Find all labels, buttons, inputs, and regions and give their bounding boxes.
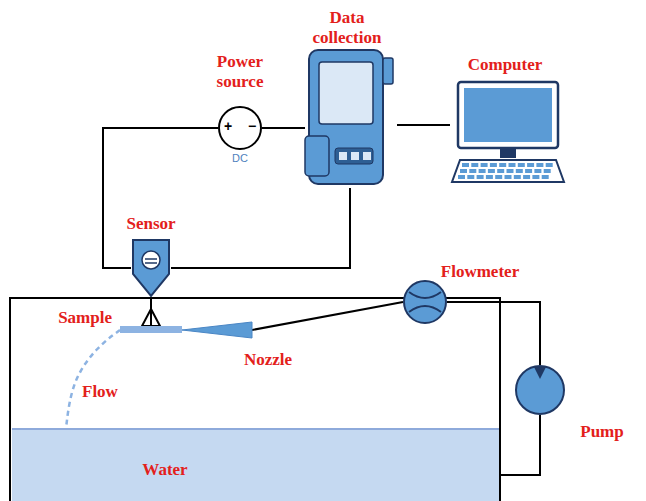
power-source: Power source+−DC (218, 106, 262, 150)
polarity-sign: + (221, 118, 235, 134)
tank-outline (10, 298, 500, 501)
nozzle-icon (182, 322, 252, 338)
component-label: Nozzle (228, 350, 308, 370)
component-label: Power source (200, 52, 280, 91)
sample: Sample (120, 326, 182, 333)
pump-symbol (515, 365, 565, 415)
water: Water (12, 428, 499, 501)
connector-line (397, 124, 450, 126)
component-label: Flowmeter (425, 262, 535, 282)
sensor: Sensor (131, 238, 171, 298)
flow-stream (66, 330, 120, 428)
flowmeter-symbol (403, 280, 447, 324)
force-sensor-icon (131, 238, 171, 298)
connector-line (447, 302, 540, 365)
data-logger: Data collection (305, 48, 397, 188)
pump: Pump (515, 365, 565, 415)
connector-line (171, 188, 350, 268)
nozzle: Nozzle (182, 322, 252, 338)
component-label: Pump (566, 422, 638, 442)
connector-line (252, 302, 403, 330)
flow-label: Flow (80, 382, 120, 402)
component-label: Data collection (293, 8, 401, 47)
computer: Computer (450, 80, 565, 186)
component-label: Sensor (105, 214, 197, 234)
data-logger-icon (305, 48, 397, 188)
polarity-sign: − (245, 118, 259, 134)
connector-line (499, 415, 540, 475)
component-label: Sample (30, 308, 112, 328)
component-label: Water (110, 460, 220, 480)
flowmeter: Flowmeter (403, 280, 447, 324)
source-type: DC (222, 152, 258, 165)
computer-icon (450, 80, 565, 186)
connector-line (262, 127, 305, 129)
connector-line (150, 298, 152, 326)
component-label: Computer (450, 55, 560, 75)
